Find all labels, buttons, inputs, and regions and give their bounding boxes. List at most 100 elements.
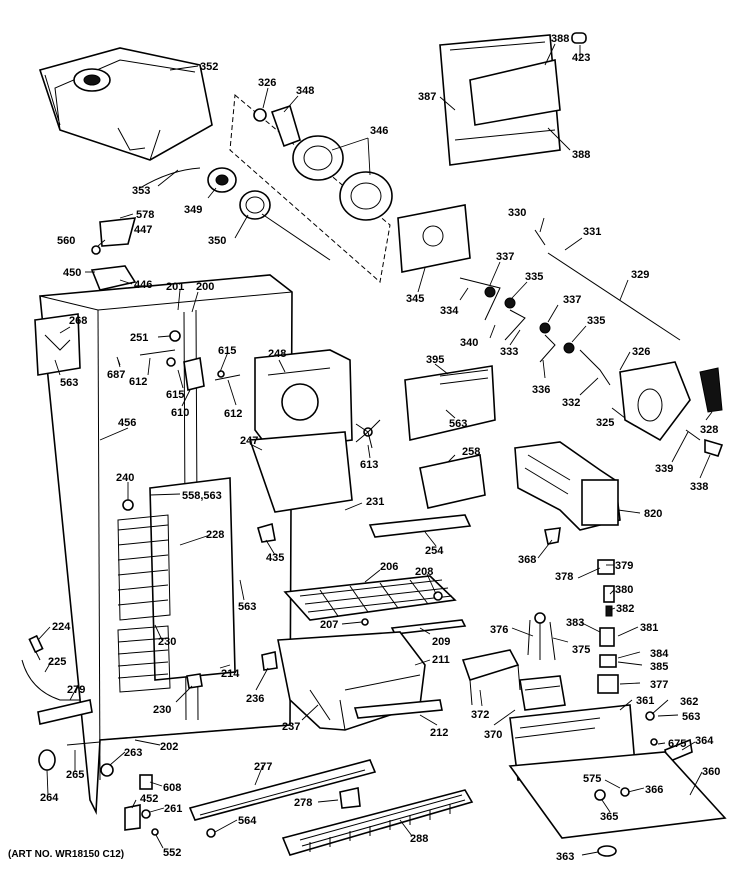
callout-209: 209 <box>432 636 450 648</box>
callout-675: 675 <box>668 738 686 750</box>
callout-610: 610 <box>171 407 189 419</box>
callout-258: 258 <box>462 446 480 458</box>
callout-337: 337 <box>496 251 514 263</box>
callout-612: 612 <box>129 376 147 388</box>
callout-376: 376 <box>490 624 508 636</box>
callout-251: 251 <box>130 332 148 344</box>
callout-395: 395 <box>426 354 444 366</box>
callout-331: 331 <box>583 226 601 238</box>
callout-328: 328 <box>700 424 718 436</box>
callout-201: 201 <box>166 281 184 293</box>
callout-329: 329 <box>631 269 649 281</box>
callout-214: 214 <box>221 668 240 680</box>
wire-harness-375-376 <box>527 612 556 661</box>
callout-206: 206 <box>380 561 398 573</box>
callout-268: 268 <box>69 315 87 327</box>
callout-383: 383 <box>566 617 584 629</box>
callout-336: 336 <box>532 384 550 396</box>
callout-224: 224 <box>52 621 71 633</box>
callout-452: 452 <box>140 793 158 805</box>
callout-240: 240 <box>116 472 134 484</box>
callout-563: 563 <box>60 377 78 389</box>
callout-335: 335 <box>525 271 543 283</box>
callout-687: 687 <box>107 369 125 381</box>
callout-333: 333 <box>500 346 518 358</box>
callout-578: 578 <box>136 209 154 221</box>
callout-212: 212 <box>430 727 448 739</box>
dispenser-door-387 <box>439 32 587 166</box>
callout-360: 360 <box>702 766 720 778</box>
callout-370: 370 <box>484 729 502 741</box>
callout-228: 228 <box>206 529 224 541</box>
callout-288: 288 <box>410 833 428 845</box>
callout-366: 366 <box>645 784 663 796</box>
callout-820: 820 <box>644 508 662 520</box>
callout-423: 423 <box>572 52 590 64</box>
callout-231: 231 <box>366 496 384 508</box>
callout-230: 230 <box>158 636 176 648</box>
callout-237: 237 <box>282 721 300 733</box>
ice-crusher-blades-346 <box>292 135 393 221</box>
crisper-pan-211 <box>277 631 443 731</box>
callout-615: 615 <box>166 389 184 401</box>
callout-332: 332 <box>562 397 580 409</box>
callout-365: 365 <box>600 811 618 823</box>
callout-385: 385 <box>650 661 668 673</box>
callout-247: 247 <box>240 435 258 447</box>
callout-446: 446 <box>134 279 152 291</box>
callout-348: 348 <box>296 85 314 97</box>
callout-225: 225 <box>48 656 66 668</box>
callout-numbers: 352 326 348 346 388 423 387 388 353 349 … <box>40 33 720 863</box>
callout-380: 380 <box>615 584 633 596</box>
callout-207: 207 <box>320 619 338 631</box>
callout-279: 279 <box>67 684 85 696</box>
callout-265: 265 <box>66 769 84 781</box>
callout-230: 230 <box>153 704 171 716</box>
callout-261: 261 <box>164 803 182 815</box>
callout-345: 345 <box>406 293 424 305</box>
callout-560: 560 <box>57 235 75 247</box>
callout-450: 450 <box>63 267 81 279</box>
callout-387: 387 <box>418 91 436 103</box>
water-valve-370 <box>519 675 566 711</box>
callout-339: 339 <box>655 463 673 475</box>
shelf-206 <box>283 575 457 621</box>
callout-338: 338 <box>690 481 708 493</box>
callout-263: 263 <box>124 747 142 759</box>
auger-motor-325 <box>619 361 723 442</box>
callout-375: 375 <box>572 644 590 656</box>
callout-613: 613 <box>360 459 378 471</box>
callout-208: 208 <box>415 566 433 578</box>
callout-335: 335 <box>587 315 605 327</box>
callout-325: 325 <box>596 417 614 429</box>
leader-lines <box>37 43 713 856</box>
callout-352: 352 <box>200 61 218 73</box>
callout-350: 350 <box>208 235 226 247</box>
callout-326: 326 <box>258 77 276 89</box>
switch-stack-377-385 <box>597 559 619 694</box>
callout-340: 340 <box>460 337 478 349</box>
callout-364: 364 <box>695 735 714 747</box>
callout-381: 381 <box>640 622 658 634</box>
callout-575: 575 <box>583 773 601 785</box>
callout-346: 346 <box>370 125 388 137</box>
callout-563: 563 <box>238 601 256 613</box>
art-number-caption: (ART NO. WR18150 C12) <box>8 849 124 860</box>
callout-353: 353 <box>132 185 150 197</box>
callout-326: 326 <box>632 346 650 358</box>
icemaker-820 <box>514 441 621 531</box>
callout-563: 563 <box>449 418 467 430</box>
fan-blade-613 <box>355 419 381 449</box>
callout-435: 435 <box>266 552 284 564</box>
callout-379: 379 <box>615 560 633 572</box>
callout-382: 382 <box>616 603 634 615</box>
part-drawings <box>21 32 727 857</box>
callout-264: 264 <box>40 792 59 804</box>
callout-362: 362 <box>680 696 698 708</box>
callout-200: 200 <box>196 281 214 293</box>
callout-447: 447 <box>134 224 152 236</box>
callout-456: 456 <box>118 417 136 429</box>
callout-211: 211 <box>432 654 450 666</box>
callout-277: 277 <box>254 761 272 773</box>
